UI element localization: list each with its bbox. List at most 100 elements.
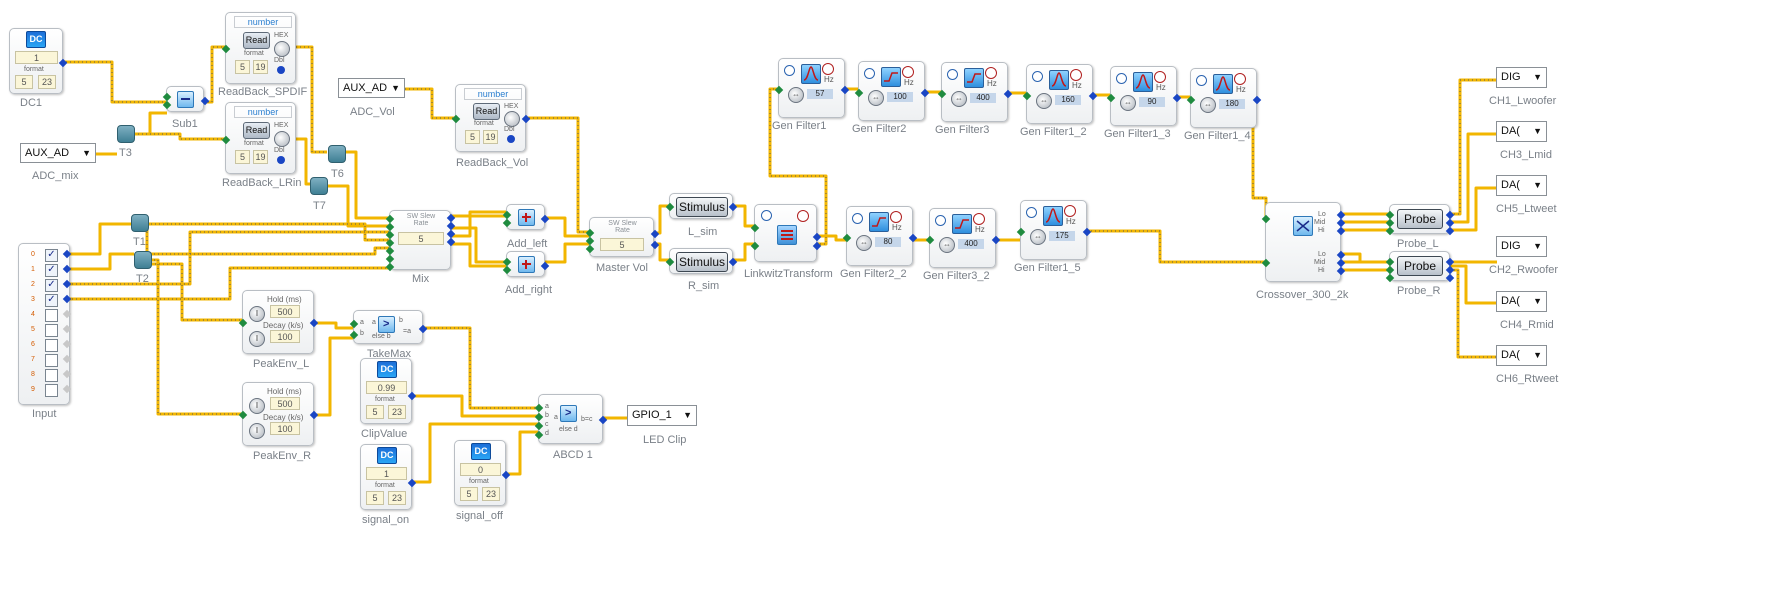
r-sim-block[interactable]: Stimulus — [665, 248, 738, 274]
add-left-block[interactable] — [502, 204, 550, 230]
frequency-value[interactable]: 400 — [970, 93, 996, 103]
output-pin[interactable] — [62, 339, 72, 349]
frequency-value[interactable]: 57 — [807, 89, 833, 99]
probe-r-block[interactable]: Probe — [1385, 251, 1455, 283]
output-pin[interactable] — [62, 354, 72, 364]
format-field-1[interactable]: 5 — [366, 491, 384, 505]
probe-button[interactable]: Probe — [1397, 256, 1443, 276]
decay-field[interactable]: 100 — [270, 422, 300, 435]
gen-filter-block[interactable]: Hz⇔100 — [854, 61, 930, 121]
t2-splitter[interactable] — [134, 251, 152, 269]
crossover-block[interactable]: Lo Mid Hi Lo Mid Hi — [1261, 202, 1346, 282]
clipvalue-block[interactable]: DC 0.99 format 5 23 — [360, 358, 417, 424]
led-clip-dropdown[interactable]: GPIO_1▼ — [627, 405, 697, 426]
output-pin[interactable] — [62, 264, 72, 274]
probe-button[interactable]: Probe — [1397, 209, 1443, 229]
slew-rate-value[interactable]: 5 — [398, 232, 444, 245]
frequency-knob[interactable]: ⇔ — [1200, 97, 1216, 113]
hold-field[interactable]: 500 — [270, 305, 300, 318]
format-field-2[interactable]: 19 — [253, 60, 268, 74]
output-pin[interactable] — [62, 309, 72, 319]
format-field-2[interactable]: 23 — [388, 405, 406, 419]
output-pin[interactable] — [62, 279, 72, 289]
channel-checkbox[interactable] — [45, 309, 58, 322]
t3-splitter[interactable] — [117, 125, 135, 143]
gen-filter-block[interactable]: Hz⇔400 — [925, 208, 1001, 268]
hex-toggle[interactable] — [274, 41, 290, 57]
ch1-output-dropdown[interactable]: DIG▼ — [1496, 67, 1547, 88]
dc1-block[interactable]: DC 1 format 5 23 — [9, 28, 68, 94]
frequency-knob[interactable]: ⇔ — [1030, 229, 1046, 245]
ch2-output-dropdown[interactable]: DIG▼ — [1496, 236, 1547, 257]
gen-filter-block[interactable]: Hz⇔57 — [774, 58, 850, 118]
frequency-knob[interactable]: ⇔ — [868, 90, 884, 106]
read-button[interactable]: Read — [473, 103, 500, 120]
frequency-knob[interactable]: ⇔ — [788, 87, 804, 103]
add-right-block[interactable] — [502, 251, 550, 277]
dc-value-field[interactable]: 1 — [15, 51, 58, 64]
frequency-value[interactable]: 80 — [875, 237, 901, 247]
abcd1-block[interactable]: a b c d a > b=c else d — [534, 394, 608, 444]
dc-value-field[interactable]: 1 — [366, 467, 407, 480]
t6-splitter[interactable] — [328, 145, 346, 163]
channel-checkbox[interactable] — [45, 369, 58, 382]
dc-value-field[interactable]: 0 — [460, 463, 501, 476]
gen-filter-block[interactable]: Hz⇔175 — [1016, 200, 1092, 260]
format-field-1[interactable]: 5 — [235, 150, 250, 164]
linkwitz-transform-block[interactable] — [750, 204, 822, 262]
frequency-knob[interactable]: ⇔ — [1036, 93, 1052, 109]
output-pin[interactable] — [62, 369, 72, 379]
channel-checkbox[interactable] — [45, 339, 58, 352]
ch4-output-dropdown[interactable]: DA(▼ — [1496, 291, 1547, 312]
format-field-1[interactable]: 5 — [460, 487, 478, 501]
ch6-output-dropdown[interactable]: DA(▼ — [1496, 345, 1547, 366]
format-field-2[interactable]: 23 — [38, 75, 56, 89]
output-pin[interactable] — [62, 249, 72, 259]
hex-toggle[interactable] — [274, 131, 290, 147]
read-button[interactable]: Read — [243, 122, 270, 139]
ch3-output-dropdown[interactable]: DA(▼ — [1496, 121, 1547, 142]
signal-on-block[interactable]: DC 1 format 5 23 — [360, 444, 417, 510]
frequency-knob[interactable]: ⇔ — [939, 237, 955, 253]
t1-splitter[interactable] — [131, 214, 149, 232]
output-pin[interactable] — [62, 324, 72, 334]
hold-knob[interactable]: I — [249, 306, 265, 322]
frequency-value[interactable]: 100 — [887, 92, 913, 102]
dc-value-field[interactable]: 0.99 — [366, 381, 407, 394]
format-field-2[interactable]: 23 — [482, 487, 500, 501]
stimulus-button[interactable]: Stimulus — [676, 252, 728, 272]
channel-checkbox[interactable] — [45, 354, 58, 367]
probe-l-block[interactable]: Probe — [1385, 204, 1455, 236]
peakenv-r-block[interactable]: Hold (ms) I 500 Decay (k/s) I 100 — [238, 382, 319, 446]
format-field-2[interactable]: 19 — [253, 150, 268, 164]
peakenv-l-block[interactable]: Hold (ms) I 500 Decay (k/s) I 100 — [238, 290, 319, 354]
channel-checkbox[interactable]: ✓ — [45, 294, 58, 307]
channel-checkbox[interactable]: ✓ — [45, 264, 58, 277]
sub1-block[interactable] — [162, 86, 210, 112]
frequency-knob[interactable]: ⇔ — [856, 235, 872, 251]
frequency-value[interactable]: 90 — [1139, 97, 1165, 107]
hold-field[interactable]: 500 — [270, 397, 300, 410]
signal-off-block[interactable]: DC 0 format 5 23 — [454, 440, 511, 506]
output-pin[interactable] — [62, 294, 72, 304]
channel-checkbox[interactable] — [45, 324, 58, 337]
format-field-1[interactable]: 5 — [366, 405, 384, 419]
frequency-knob[interactable]: ⇔ — [1120, 95, 1136, 111]
readback-lrin-block[interactable]: number Read HEX Dbl format 5 19 — [221, 102, 296, 174]
decay-field[interactable]: 100 — [270, 330, 300, 343]
channel-checkbox[interactable] — [45, 384, 58, 397]
channel-checkbox[interactable]: ✓ — [45, 279, 58, 292]
format-field-1[interactable]: 5 — [235, 60, 250, 74]
frequency-value[interactable]: 175 — [1049, 231, 1075, 241]
gen-filter-block[interactable]: Hz⇔400 — [937, 62, 1013, 122]
hex-toggle[interactable] — [504, 111, 520, 127]
decay-knob[interactable]: I — [249, 331, 265, 347]
format-field-2[interactable]: 23 — [388, 491, 406, 505]
slew-rate-value[interactable]: 5 — [600, 238, 644, 251]
hold-knob[interactable]: I — [249, 398, 265, 414]
gen-filter-block[interactable]: Hz⇔90 — [1106, 66, 1182, 126]
gen-filter-block[interactable]: Hz⇔180 — [1186, 68, 1262, 128]
frequency-knob[interactable]: ⇔ — [951, 91, 967, 107]
